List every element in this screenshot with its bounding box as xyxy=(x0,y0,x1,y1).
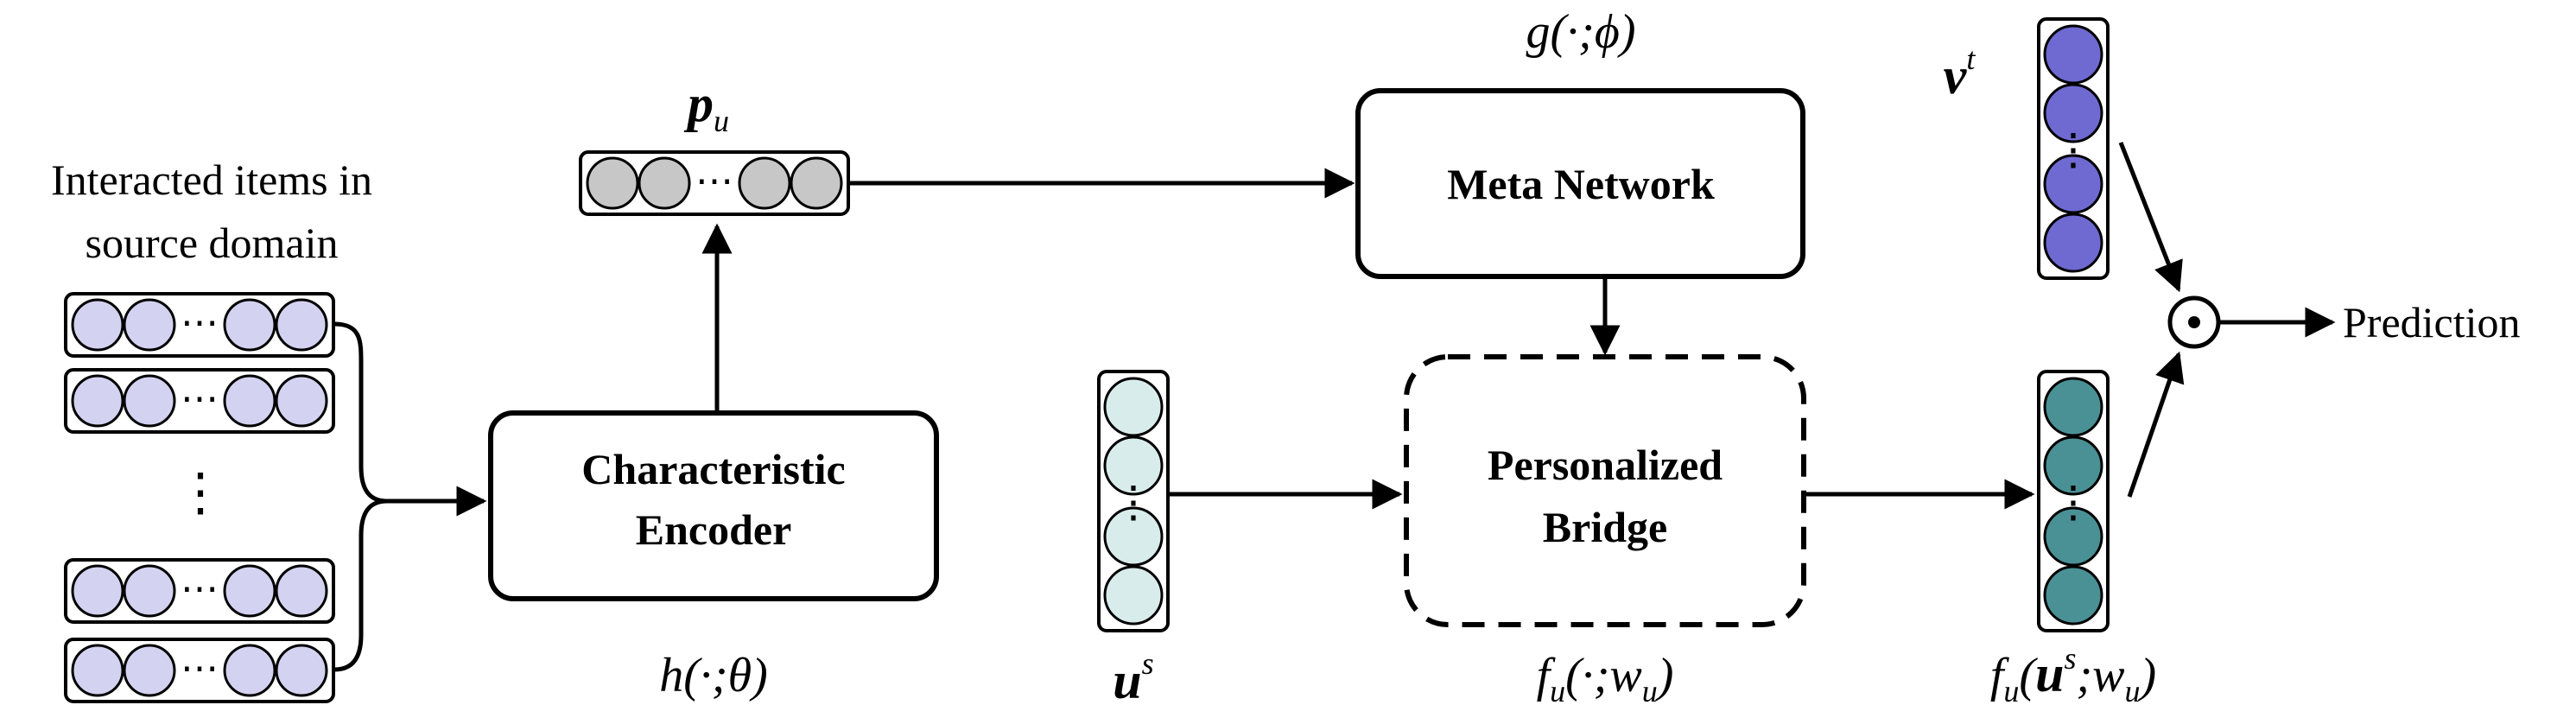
us-vector: ⋮ xyxy=(1097,370,1170,632)
bridge-w-sub: u xyxy=(1642,674,1658,708)
source-item-vector: ⋯ xyxy=(64,558,335,624)
pu-ellipsis: ⋯ xyxy=(695,160,733,202)
fu-cell xyxy=(2043,506,2103,567)
item-ellipsis: ⋯ xyxy=(181,378,219,420)
bridge-close: ) xyxy=(1655,649,1674,702)
pu-base: p xyxy=(683,75,714,132)
pu-sub: u xyxy=(714,104,729,138)
us-ellipsis: ⋮ xyxy=(1112,478,1155,526)
item-cell xyxy=(275,298,328,352)
meta-network-box xyxy=(1355,88,1805,279)
encoder-function-label: h(·;θ) xyxy=(659,649,767,702)
vt-frame xyxy=(2037,17,2110,280)
fu-frame xyxy=(2037,370,2110,632)
source-item-vector: ⋯ xyxy=(64,292,335,358)
fu-output-vector: ⋮ xyxy=(2037,370,2110,632)
item-cell xyxy=(71,374,124,428)
item-cell xyxy=(223,564,276,618)
vt-cell xyxy=(2043,154,2103,214)
vt-sup: t xyxy=(1966,41,1976,76)
items-brace xyxy=(333,321,388,672)
pu-vector: ⋯ xyxy=(579,150,850,216)
item-ellipsis: ⋯ xyxy=(181,647,219,689)
item-cell xyxy=(123,374,176,428)
pu-label: pu xyxy=(683,75,729,138)
item-cell xyxy=(71,644,124,697)
item-cell xyxy=(223,374,276,428)
characteristic-encoder-box xyxy=(488,410,939,601)
us-sup: s xyxy=(1142,646,1154,681)
source-item-vector: ⋯ xyxy=(64,368,335,434)
out-close: ) xyxy=(2137,649,2156,702)
bridge-label-line1: Personalized xyxy=(1488,441,1723,489)
elementwise-product-dot xyxy=(2188,316,2200,328)
item-cell xyxy=(275,374,328,428)
item-cell xyxy=(71,564,124,618)
vt-ellipsis: ⋮ xyxy=(2052,125,2095,174)
prediction-label: Prediction xyxy=(2343,298,2521,346)
pu-cell xyxy=(638,156,691,210)
bridge-label-line2: Bridge xyxy=(1543,503,1667,551)
fu-ellipsis: ⋮ xyxy=(2052,478,2095,526)
item-cell xyxy=(275,564,328,618)
out-open: ( xyxy=(2019,649,2038,702)
fu-cell xyxy=(2043,377,2103,437)
source-item-vectors: ⋯ ⋯ ⋯ ⋯ xyxy=(64,292,335,703)
us-frame xyxy=(1097,370,1170,632)
encoder-label-line1: Characteristic xyxy=(581,445,845,493)
fu-output-label: fu(us;wu) xyxy=(1990,641,2156,708)
us-base: u xyxy=(1113,652,1141,709)
out-u-sup: s xyxy=(2064,641,2076,676)
item-cell xyxy=(275,644,328,697)
personalized-bridge-box xyxy=(1404,354,1806,627)
encoder-label-line2: Encoder xyxy=(636,505,792,554)
item-cell xyxy=(123,564,176,618)
source-domain-label-line1: Interacted items in xyxy=(51,156,372,204)
item-cell xyxy=(223,644,276,697)
item-cell xyxy=(223,298,276,352)
vt-cell xyxy=(2043,213,2103,273)
items-vertical-ellipsis: ⋮ xyxy=(174,464,226,521)
us-cell xyxy=(1103,565,1164,626)
vt-to-odot-arrow xyxy=(2118,142,2183,293)
us-cell xyxy=(1103,435,1164,496)
vt-vector: ⋮ xyxy=(2037,17,2110,280)
item-ellipsis: ⋯ xyxy=(181,568,219,610)
pu-cell xyxy=(586,156,639,210)
source-item-vector: ⋯ xyxy=(64,638,335,703)
fu-to-odot-arrow xyxy=(2127,351,2185,498)
meta-network-function-label: g(·;ϕ) xyxy=(1526,5,1636,59)
vt-label: vt xyxy=(1944,41,1976,105)
us-cell xyxy=(1103,377,1164,437)
us-cell xyxy=(1103,506,1164,567)
fu-cell xyxy=(2043,435,2103,496)
source-domain-label-line2: source domain xyxy=(86,219,339,267)
item-cell xyxy=(71,298,124,352)
us-label: us xyxy=(1113,646,1153,709)
meta-network-label: Meta Network xyxy=(1447,160,1715,208)
out-w: w xyxy=(2092,649,2124,702)
out-u: u xyxy=(2035,645,2064,702)
vt-cell xyxy=(2043,83,2103,143)
pu-cell xyxy=(790,156,843,210)
item-cell xyxy=(123,298,176,352)
pu-cell xyxy=(738,156,791,210)
bridge-w: w xyxy=(1609,649,1641,702)
vt-base: v xyxy=(1944,48,1968,105)
bridge-args: (·; xyxy=(1565,649,1609,702)
item-cell xyxy=(123,644,176,697)
out-f-sub: u xyxy=(2003,674,2019,708)
vt-cell xyxy=(2043,24,2103,85)
bridge-f-sub: u xyxy=(1550,674,1565,708)
out-sep: ; xyxy=(2076,649,2092,702)
out-w-sub: u xyxy=(2124,674,2140,708)
item-ellipsis: ⋯ xyxy=(181,302,219,344)
fu-cell xyxy=(2043,565,2103,626)
bridge-function-label: fu(·;wu) xyxy=(1537,649,1674,708)
